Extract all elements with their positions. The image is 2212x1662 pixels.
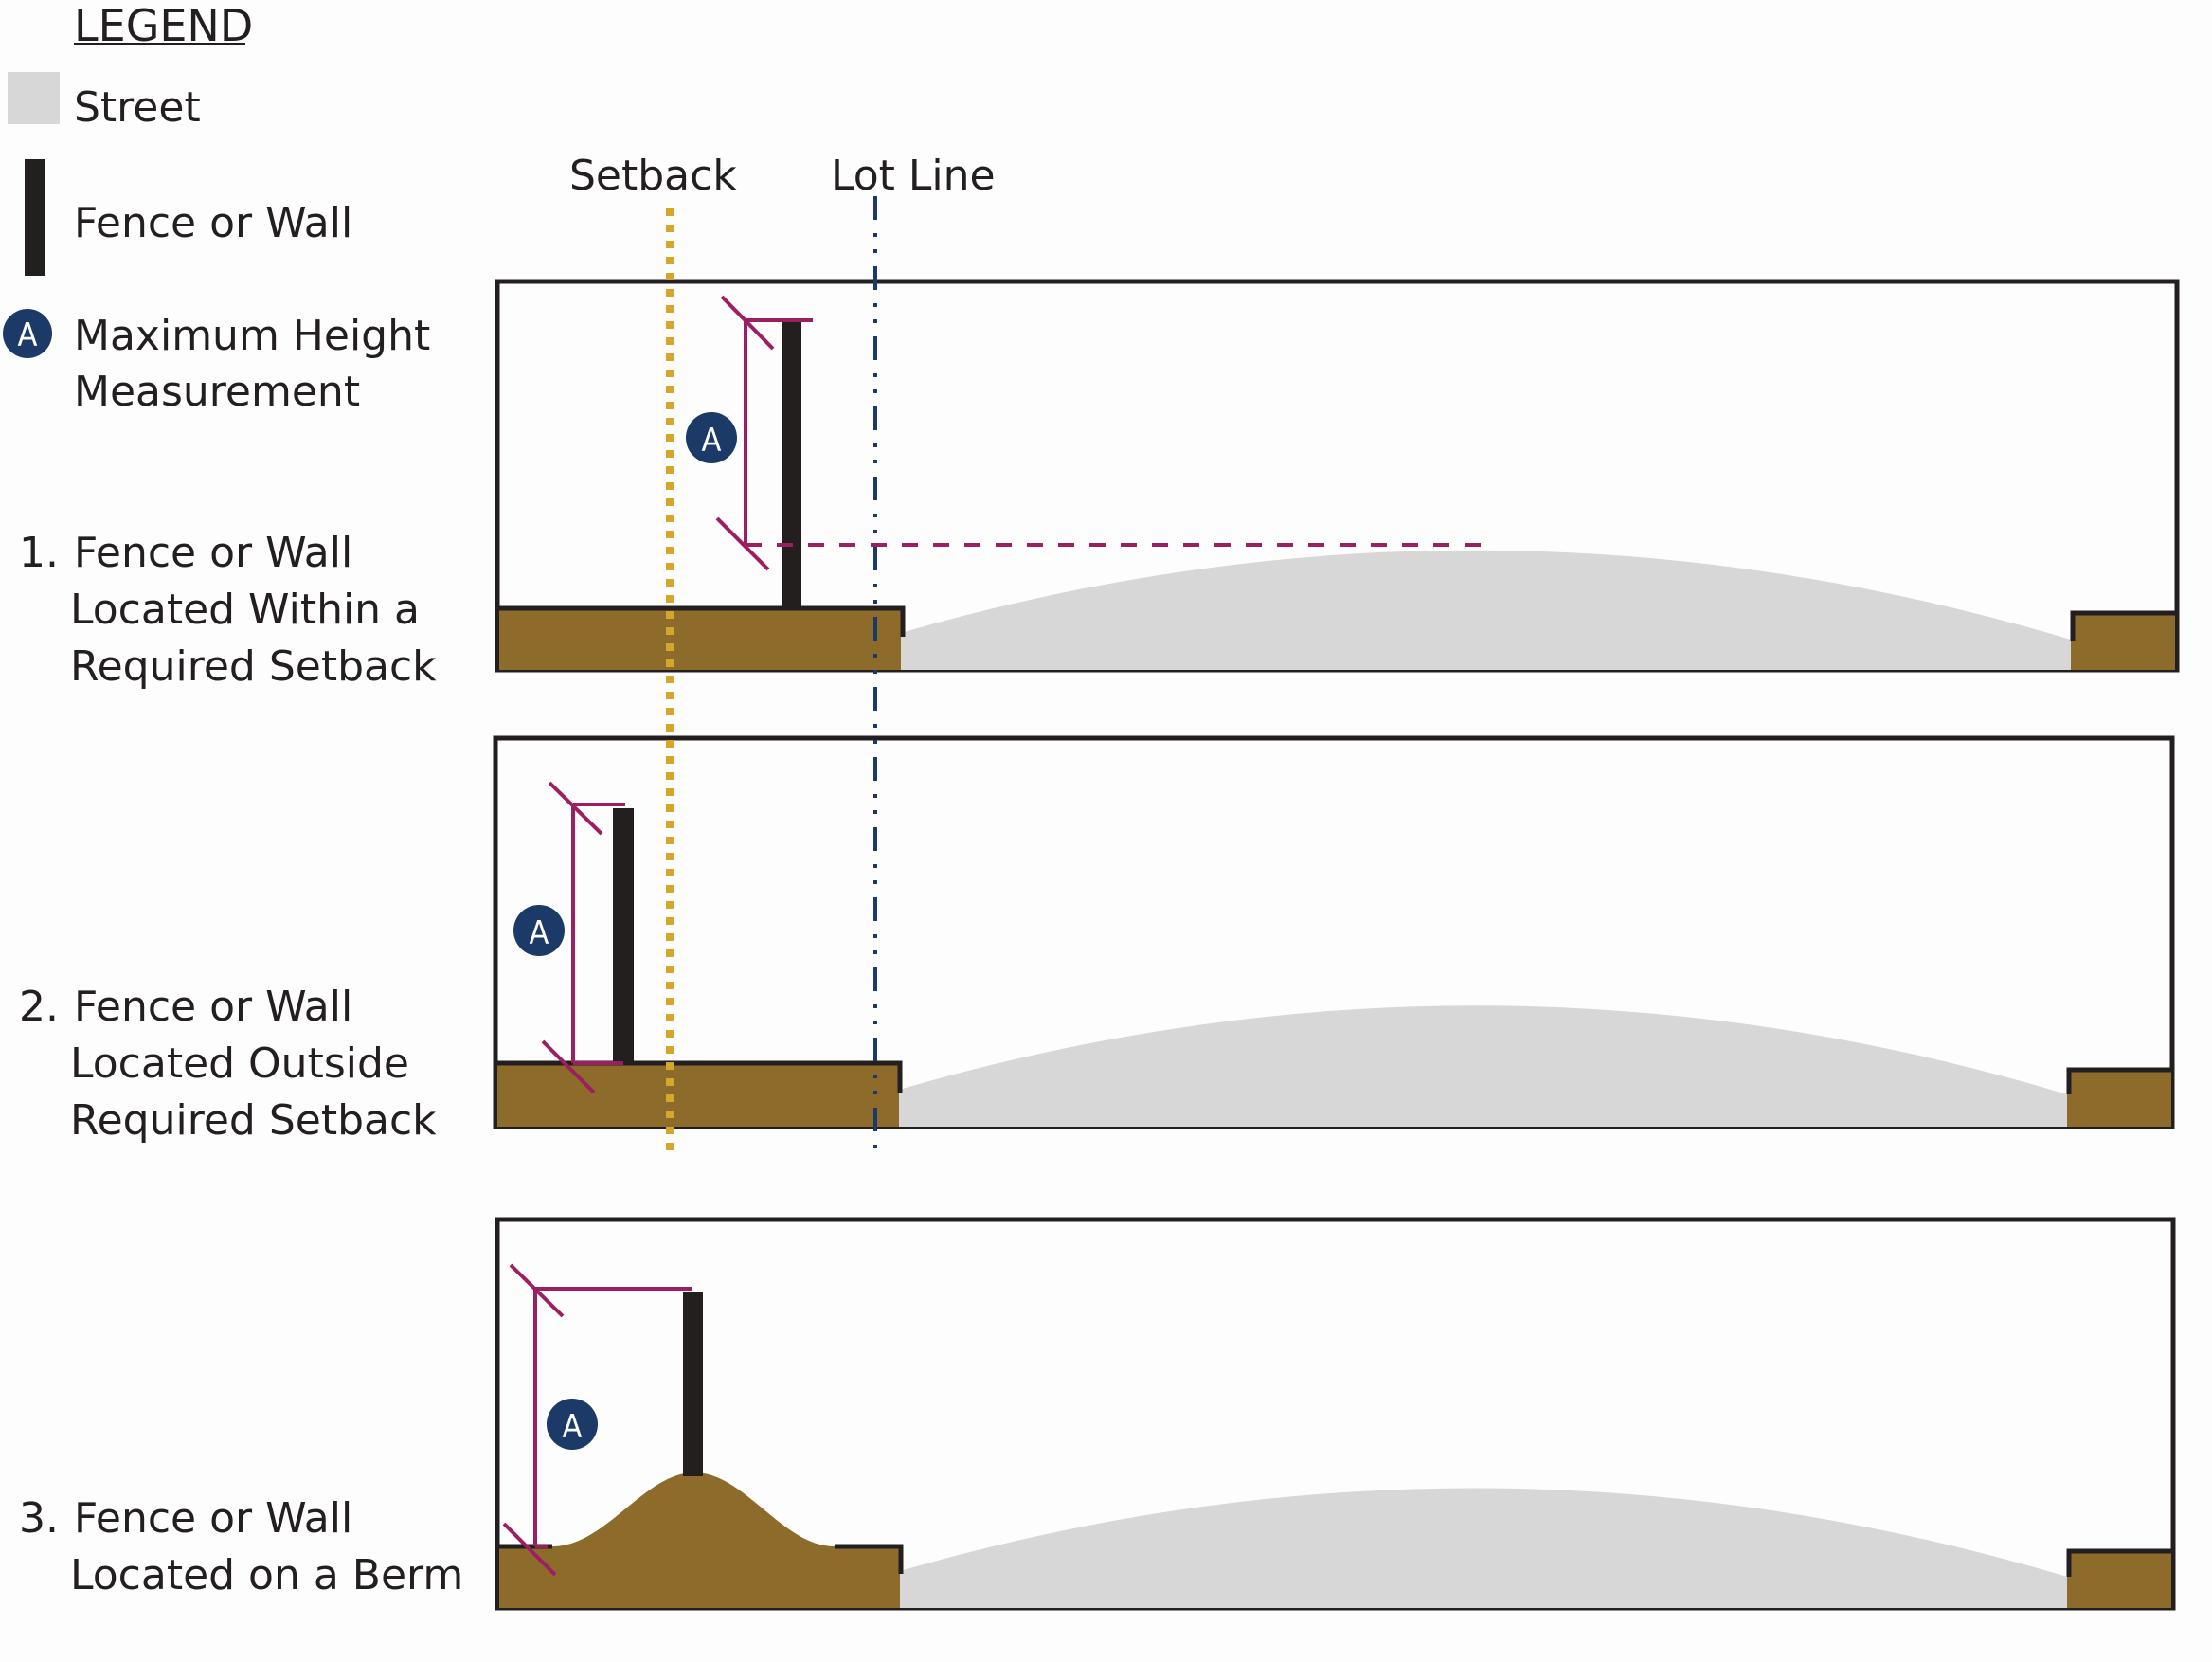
panel-1-ground-edge [499,605,906,637]
street-swatch-icon [8,72,60,124]
panel-2: A [493,735,2175,1129]
legend-measurement-label-line1: Maximum Height [74,312,430,360]
panel-2-street [899,1005,2067,1127]
lot-line-label: Lot Line [831,152,996,200]
panel-2-curb [2067,1068,2171,1127]
setback-label: Setback [569,152,737,200]
measurement-badge-icon: A [3,309,52,358]
legend-title-underline [74,43,245,45]
panel-3-street [900,1488,2067,1608]
panel-2-label-line1: Fence or Wall [74,983,352,1031]
panel-1-label: 1. Fence or Wall Located Within a Requir… [19,529,437,691]
svg-text:A: A [18,316,38,354]
panel-3-berm [499,1472,900,1608]
panel-1-curb [2071,611,2175,670]
panel-2-label: 2. Fence or Wall Located Outside Require… [19,983,437,1145]
panel-1-fence [782,322,801,606]
panel-2-fence [613,808,634,1062]
fence-swatch-icon [25,159,45,276]
legend-fence-label: Fence or Wall [74,199,352,247]
legend-measurement-label-line2: Measurement [74,368,360,416]
panel-3-label-line1: Fence or Wall [74,1494,352,1543]
panel-1-height-measurement [715,295,1485,571]
svg-text:A: A [530,914,549,952]
legend-street-label: Street [74,83,201,132]
panel-1-number: 1. [19,529,59,577]
panel-2-label-line3: Required Setback [70,1096,437,1145]
panel-2-height-measurement [541,781,625,1094]
panel-1-label-line2: Located Within a [70,586,420,634]
panel-3-curb [2067,1549,2171,1608]
panel-3: A [495,1217,2176,1611]
panel-1-street [901,550,2071,670]
panel-2-ground-edge [497,1060,903,1093]
panel-2-number: 2. [19,983,59,1031]
panel-1-label-line1: Fence or Wall [74,529,352,577]
panel-3-label: 3. Fence or Wall Located on a Berm [19,1494,463,1599]
panel-1-ground [499,608,901,670]
panel-1-curb-edge [2070,610,2175,641]
panel-2-ground [497,1063,899,1127]
panel-1-measurement-badge-icon: A [686,412,737,463]
panel-1-label-line3: Required Setback [70,642,437,691]
svg-text:A: A [563,1408,583,1446]
panel-3-curb-edge [2066,1548,2171,1577]
panel-2-curb-edge [2066,1067,2171,1094]
panel-1: A [495,279,2180,673]
panel-3-fence [683,1292,703,1476]
panel-3-number: 3. [19,1494,59,1543]
svg-text:A: A [702,422,722,460]
panel-3-measurement-badge-icon: A [547,1399,598,1450]
panel-3-height-measurement [502,1263,692,1577]
panel-3-ground-edge-right [835,1544,904,1574]
panel-2-measurement-badge-icon: A [513,905,565,956]
legend: LEGEND Street Fence or Wall A Maximum He… [3,0,430,416]
panel-2-label-line2: Located Outside [70,1039,409,1088]
panel-3-label-line2: Located on a Berm [70,1551,463,1599]
